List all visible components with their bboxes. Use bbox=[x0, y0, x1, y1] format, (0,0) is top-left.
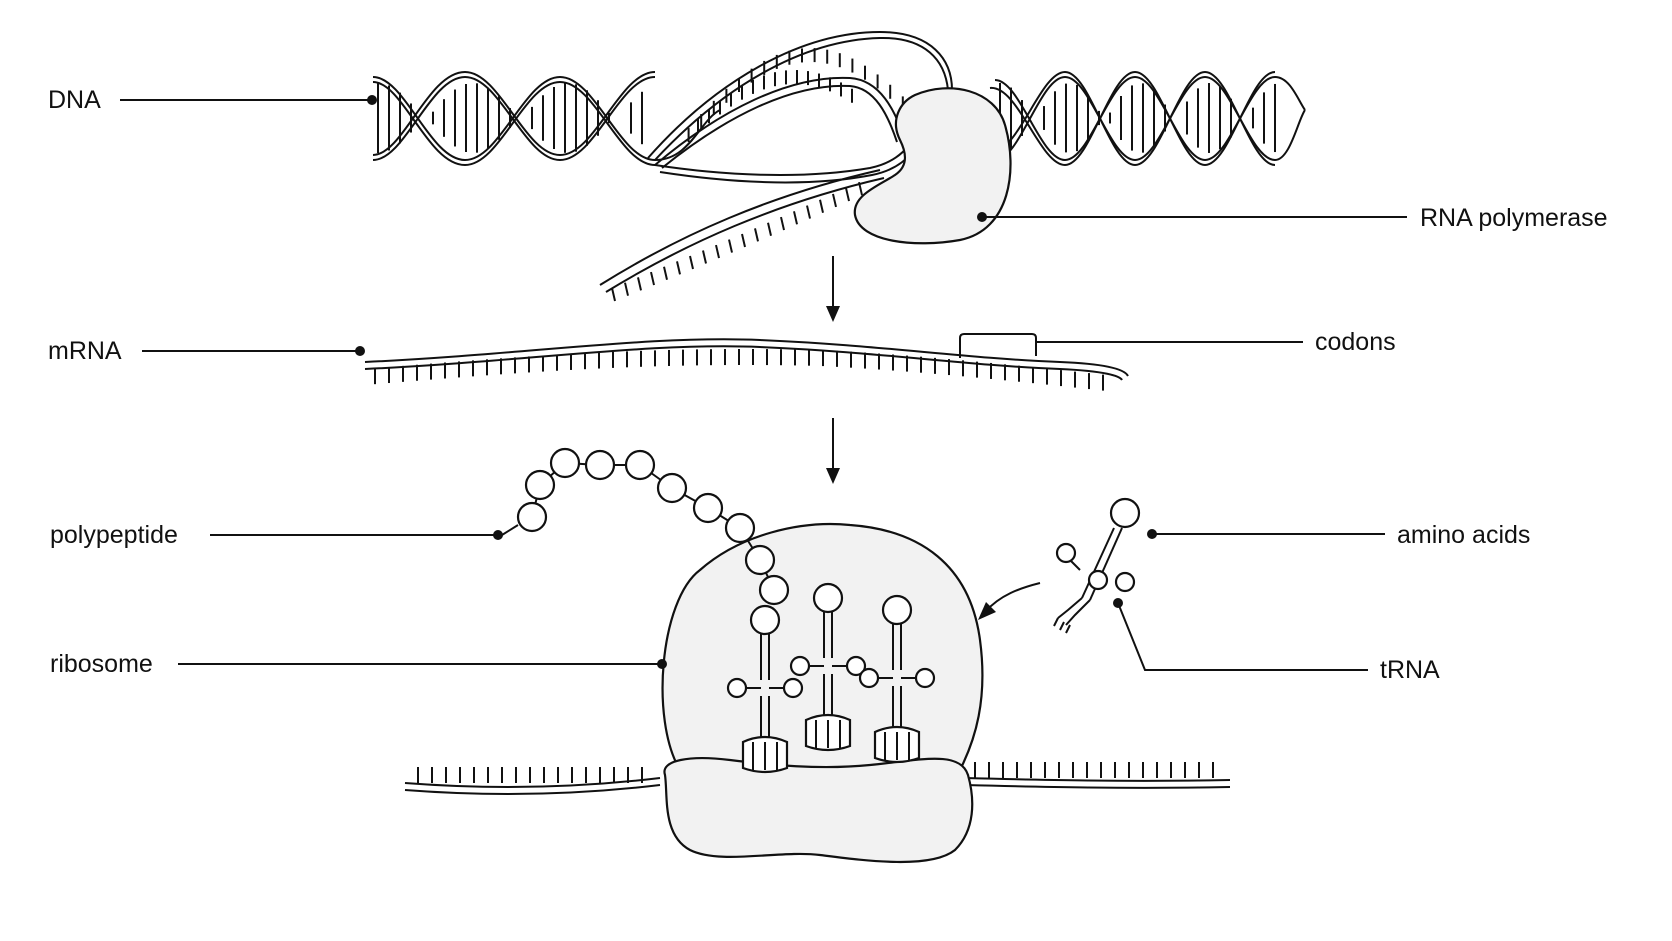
rna-tail-tick bbox=[806, 205, 811, 219]
amino-acid-bead bbox=[516, 501, 548, 533]
rna-tail-tick bbox=[741, 233, 746, 248]
label-dna: DNA bbox=[48, 86, 101, 114]
label-ribosome: ribosome bbox=[50, 650, 153, 678]
arrow-down-2 bbox=[826, 418, 840, 484]
mrna-strand bbox=[364, 338, 1129, 391]
rna-tail-tick bbox=[819, 199, 824, 213]
label-ribosome-group: ribosome bbox=[50, 650, 667, 678]
trna-group bbox=[726, 582, 936, 774]
trna-loop bbox=[858, 667, 880, 689]
amino-acid-bead bbox=[758, 574, 790, 606]
rna-tail-ticks bbox=[611, 181, 863, 302]
rna-tail-tick bbox=[715, 244, 720, 259]
rna-tail-tick bbox=[858, 181, 863, 196]
polypeptide-chain bbox=[501, 447, 790, 606]
rna-tail-tick bbox=[728, 239, 733, 253]
trna-loop bbox=[782, 677, 804, 699]
label-trna-group: tRNA bbox=[1113, 598, 1440, 684]
label-polypeptide: polypeptide bbox=[50, 521, 178, 549]
rna-tail-tick bbox=[767, 222, 772, 236]
rna-polymerase-shape bbox=[853, 87, 1012, 245]
trna-amino-acid bbox=[749, 604, 781, 636]
arrow-down-1 bbox=[826, 256, 840, 322]
label-codons: codons bbox=[1315, 328, 1396, 356]
dna-double-helix bbox=[372, 30, 1306, 302]
incoming-arrow bbox=[978, 582, 1041, 620]
rna-tail-tick bbox=[793, 211, 798, 225]
amino-acid-bead bbox=[656, 472, 688, 504]
dna-bubble-ticks bbox=[687, 48, 904, 143]
bottom-mrna-ticks bbox=[417, 762, 1214, 783]
amino-acid-bead bbox=[624, 449, 656, 481]
amino-acid-bead bbox=[584, 449, 616, 481]
label-codons-group: codons bbox=[1036, 328, 1396, 356]
trna-loop bbox=[789, 655, 811, 677]
rna-tail-tick bbox=[689, 255, 694, 270]
label-mrna-group: mRNA bbox=[48, 337, 365, 365]
ribosome-small-subunit bbox=[663, 757, 974, 864]
rna-tail-tick bbox=[624, 282, 629, 296]
label-amino-acids-group: amino acids bbox=[1147, 521, 1530, 549]
peptide-bond bbox=[501, 524, 519, 536]
codon-bracket bbox=[959, 333, 1037, 358]
ribosome-large-subunit bbox=[661, 523, 984, 772]
label-rna-polymerase-group: RNA polymerase bbox=[977, 204, 1608, 232]
incoming-trna bbox=[1053, 497, 1141, 634]
label-amino-acids: amino acids bbox=[1397, 521, 1530, 549]
trna-amino-acid bbox=[812, 582, 844, 614]
rna-tail-tick bbox=[637, 277, 642, 291]
trna-amino-acid bbox=[881, 594, 913, 626]
amino-acid-bead bbox=[744, 544, 776, 576]
rna-tail-tick bbox=[650, 271, 655, 286]
rna-tail-tick bbox=[780, 216, 785, 231]
mrna-ticks bbox=[374, 349, 1104, 391]
label-mrna: mRNA bbox=[48, 337, 122, 365]
amino-acid-bead bbox=[692, 492, 724, 524]
trna-loop bbox=[726, 677, 748, 699]
rna-tail-tick bbox=[754, 228, 759, 242]
label-trna: tRNA bbox=[1380, 656, 1440, 684]
rna-tail-tick bbox=[676, 261, 681, 275]
amino-acid-bead bbox=[549, 447, 581, 479]
rna-tail-tick bbox=[702, 250, 707, 264]
mrna-translating bbox=[404, 762, 1231, 795]
label-dna-group: DNA bbox=[48, 86, 377, 114]
amino-acid-bead bbox=[524, 469, 556, 501]
rna-tail-tick bbox=[845, 187, 850, 202]
rna-tail-tick bbox=[663, 266, 668, 280]
label-rna-polymerase: RNA polymerase bbox=[1420, 204, 1608, 232]
rna-tail-tick bbox=[611, 287, 616, 302]
trna-loop bbox=[914, 667, 936, 689]
amino-acid-bead bbox=[724, 512, 756, 544]
rna-tail-tick bbox=[832, 193, 837, 208]
label-polypeptide-group: polypeptide bbox=[50, 521, 503, 549]
